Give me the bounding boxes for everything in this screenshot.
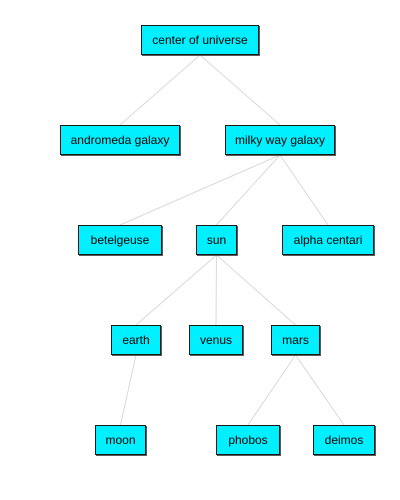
edge-earth-to-moon xyxy=(120,354,137,426)
edge-center-of-universe-to-andromeda-galaxy xyxy=(119,54,201,126)
node-sun[interactable]: sun xyxy=(196,225,237,255)
edge-milky-way-galaxy-to-betelgeuse xyxy=(119,154,281,226)
node-alpha-centari[interactable]: alpha centari xyxy=(282,225,374,255)
edge-mars-to-phobos xyxy=(247,354,296,426)
edge-sun-to-venus xyxy=(215,254,217,326)
node-center-of-universe[interactable]: center of universe xyxy=(141,25,259,55)
node-deimos[interactable]: deimos xyxy=(313,425,375,455)
node-betelgeuse[interactable]: betelgeuse xyxy=(78,225,162,255)
edge-milky-way-galaxy-to-sun xyxy=(216,154,281,226)
node-andromeda-galaxy[interactable]: andromeda galaxy xyxy=(60,125,180,155)
node-venus[interactable]: venus xyxy=(189,325,243,355)
node-phobos[interactable]: phobos xyxy=(216,425,280,455)
node-milky-way-galaxy[interactable]: milky way galaxy xyxy=(225,125,335,155)
edge-sun-to-earth xyxy=(135,254,217,326)
node-earth[interactable]: earth xyxy=(111,325,161,355)
edge-center-of-universe-to-milky-way-galaxy xyxy=(199,54,281,126)
edge-sun-to-mars xyxy=(216,254,296,326)
edge-milky-way-galaxy-to-alpha-centari xyxy=(279,154,329,226)
node-mars[interactable]: mars xyxy=(271,325,320,355)
node-moon[interactable]: moon xyxy=(95,425,146,455)
edge-mars-to-deimos xyxy=(295,354,345,426)
